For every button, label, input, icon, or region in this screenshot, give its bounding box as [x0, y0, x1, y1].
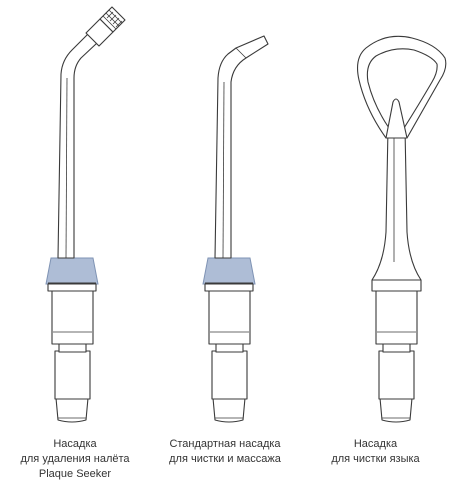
caption-line: Стандартная насадка — [169, 438, 281, 450]
caption-line: для чистки и массажа — [169, 453, 281, 465]
caption-tongue-cleaner: Насадка для чистки языка — [300, 437, 451, 467]
caption-line: Plaque Seeker — [38, 468, 112, 480]
caption-line: Насадка — [53, 438, 97, 450]
caption-plaque-seeker: Насадка для удаления налёта Plaque Seeke… — [0, 437, 150, 482]
caption-standard-tip: Стандартная насадка для чистки и массажа — [150, 437, 300, 467]
plaque-seeker-tip — [45, 6, 126, 423]
caption-line: для удаления налёта — [20, 453, 130, 465]
tongue-cleaner-tip — [357, 35, 447, 423]
caption-line: Насадка — [353, 438, 398, 450]
standard-tip — [202, 35, 269, 423]
bristle-head — [85, 6, 126, 47]
caption-line: для чистки языка — [331, 453, 420, 465]
scraper-loop — [357, 35, 447, 139]
